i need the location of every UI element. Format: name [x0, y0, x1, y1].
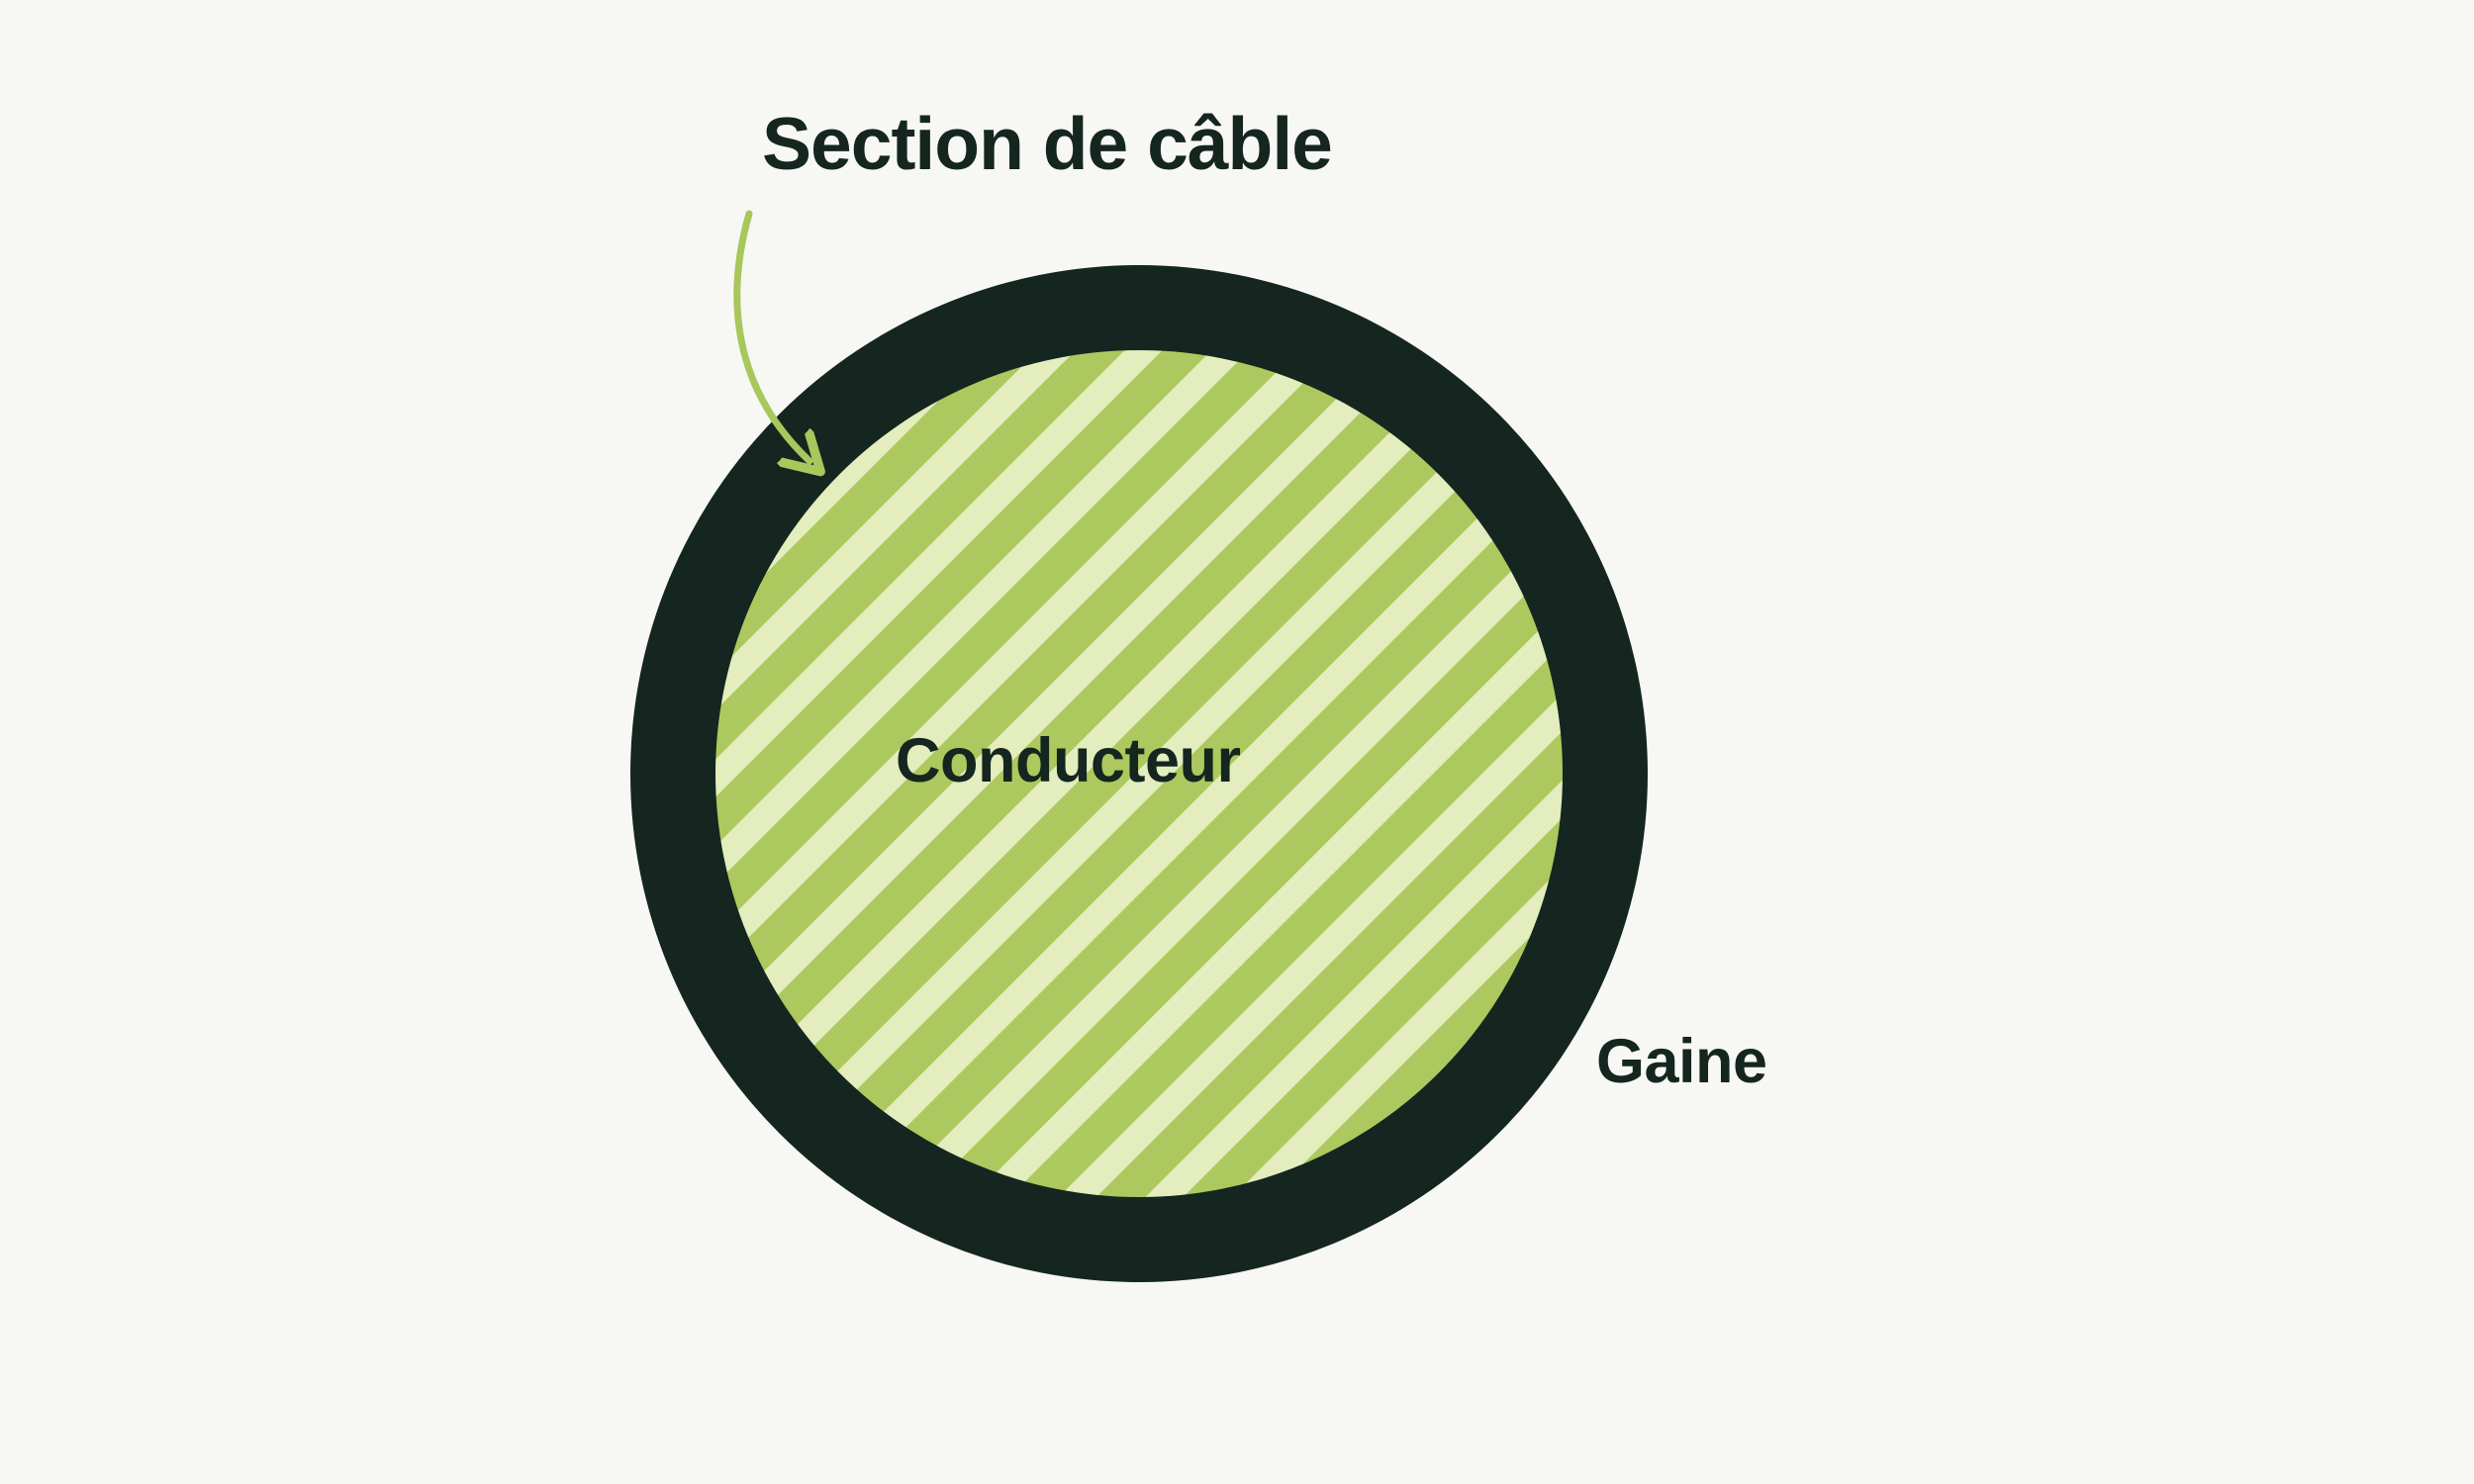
sheath-label: Gaine	[1596, 1027, 1767, 1096]
conductor-label: Conducteur	[896, 726, 1241, 795]
page-title: Section de câble	[762, 102, 1333, 185]
callout-arrow	[733, 210, 809, 461]
conductor-disc	[715, 350, 1563, 1197]
